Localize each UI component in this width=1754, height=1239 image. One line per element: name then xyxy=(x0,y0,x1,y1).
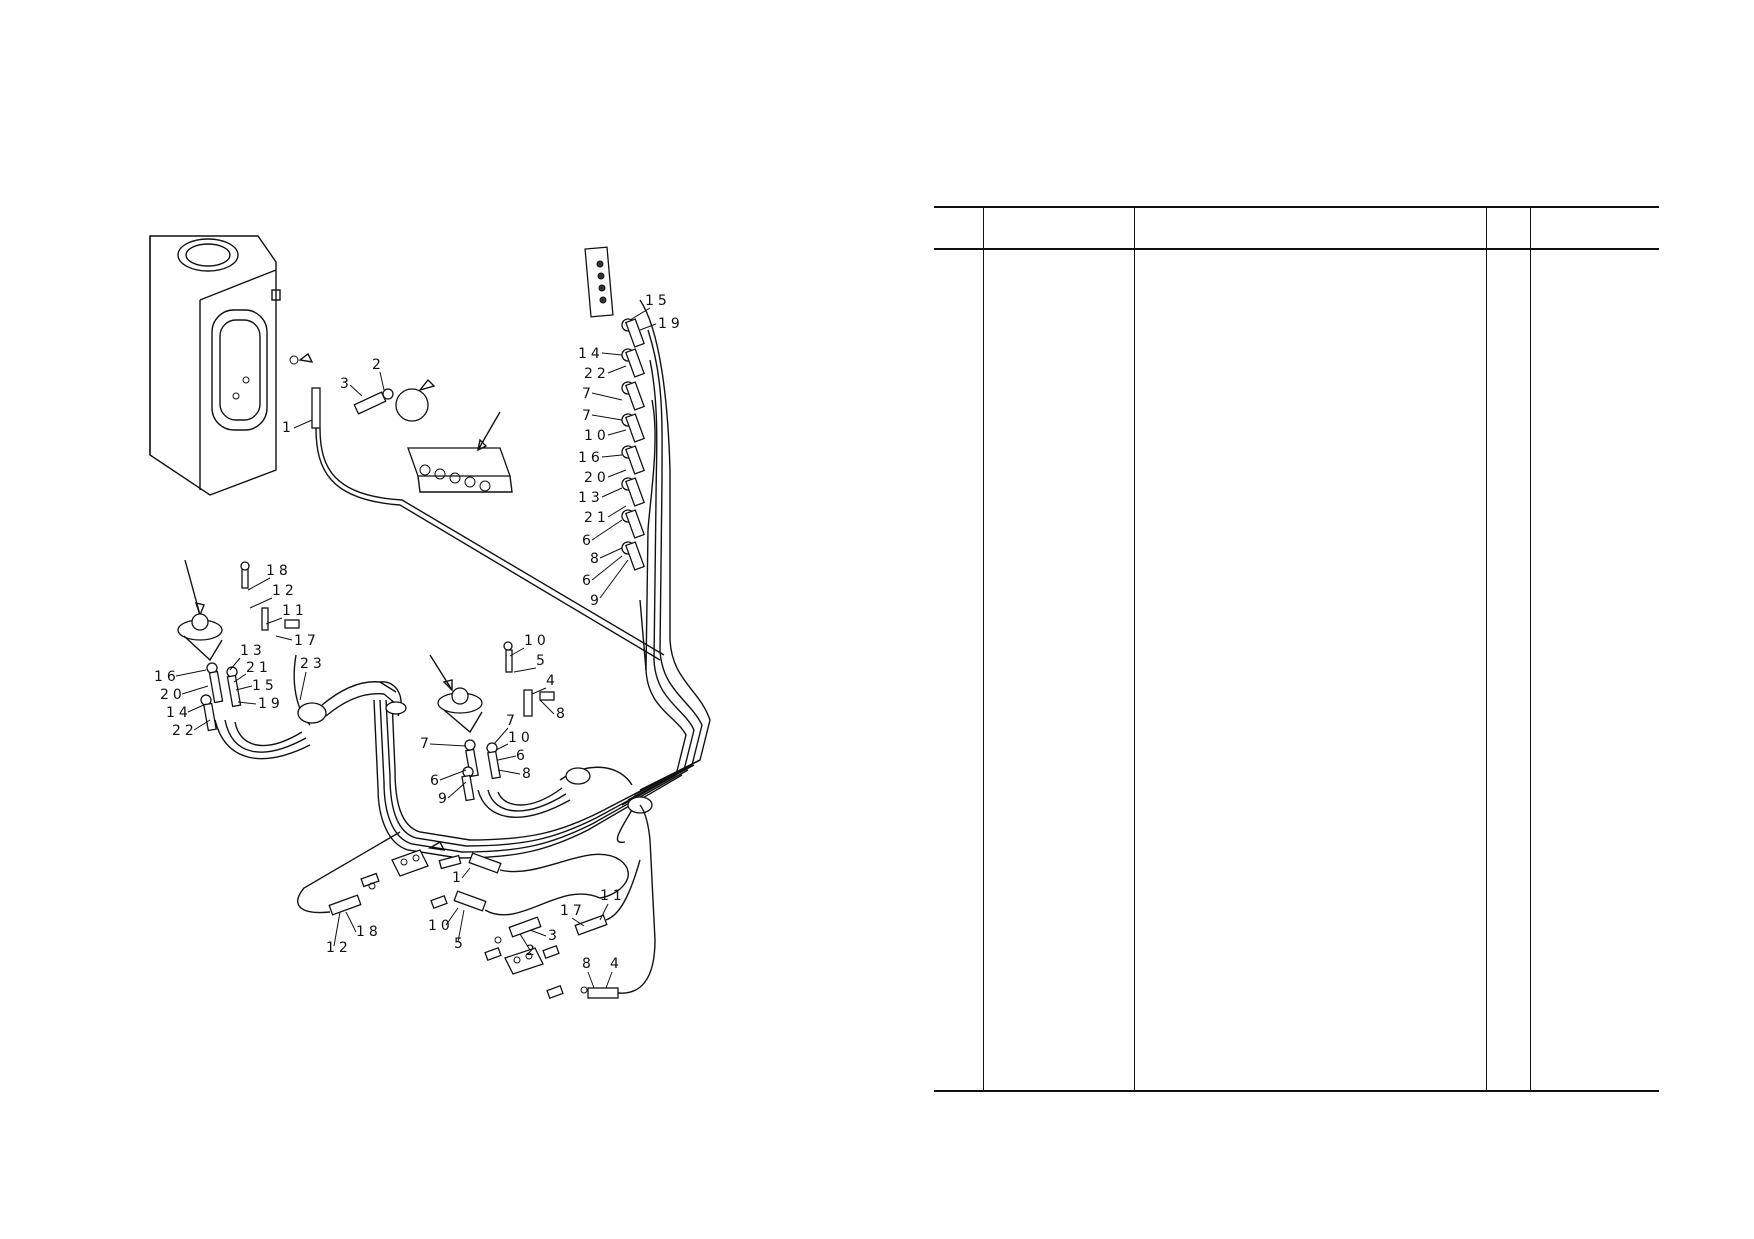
gauge-line xyxy=(353,378,436,422)
lower-hoses xyxy=(297,804,656,999)
callout-5b: 5 xyxy=(454,936,467,952)
lower-manifolds xyxy=(360,841,564,999)
callout-6d: 6 xyxy=(430,773,443,789)
column-divider-3 xyxy=(1486,206,1487,1092)
callout-13a: 13 xyxy=(240,643,266,659)
callout-10a: 10 xyxy=(524,633,550,649)
callout-4b: 4 xyxy=(610,956,623,972)
callout-18a: 18 xyxy=(266,563,292,579)
callout-15: 15 xyxy=(645,293,671,309)
callout-8c: 8 xyxy=(522,766,535,782)
pilot-manifold xyxy=(584,246,614,318)
callout-16: 16 xyxy=(578,450,604,466)
callout-14: 14 xyxy=(578,346,604,362)
tank-outlet-hose xyxy=(289,352,665,661)
callout-4a: 4 xyxy=(546,673,559,689)
callout-12b: 12 xyxy=(326,940,352,956)
callout-16a: 16 xyxy=(154,669,180,685)
callout-9a: 9 xyxy=(590,593,603,609)
control-valve-block xyxy=(407,411,513,493)
table-top-rule xyxy=(934,206,1659,208)
callout-19: 19 xyxy=(658,316,684,332)
table-bottom-rule xyxy=(934,1090,1659,1092)
callout-18b: 18 xyxy=(356,924,382,940)
callout-11b: 11 xyxy=(600,888,626,904)
parts-list-table xyxy=(934,206,1659,1092)
callout-14a: 14 xyxy=(166,705,192,721)
callout-7c: 7 xyxy=(506,713,519,729)
column-divider-2 xyxy=(1134,206,1135,1092)
callout-17b: 17 xyxy=(560,903,586,919)
callout-5a: 5 xyxy=(536,653,549,669)
callout-7d: 7 xyxy=(420,736,433,752)
callout-1b: 1 xyxy=(452,870,465,886)
callout-7b: 7 xyxy=(582,408,595,424)
callout-1: 1 xyxy=(282,420,295,436)
column-divider-4 xyxy=(1530,206,1531,1092)
callout-21: 21 xyxy=(584,510,610,526)
callout-17a: 17 xyxy=(294,633,320,649)
callout-labels: 3 2 1 15 19 14 22 7 7 10 16 20 13 21 6 8… xyxy=(154,293,684,989)
callout-22: 22 xyxy=(584,366,610,382)
callout-2: 2 xyxy=(372,357,385,373)
right-pilot-valve xyxy=(429,641,653,844)
callout-10: 10 xyxy=(584,428,610,444)
callout-3: 3 xyxy=(340,376,353,392)
callout-6a: 6 xyxy=(582,533,595,549)
callout-13: 13 xyxy=(578,490,604,506)
callout-7a: 7 xyxy=(582,386,595,402)
callout-10c: 10 xyxy=(428,918,454,934)
callout-2b: 2 xyxy=(526,943,539,959)
callout-11a: 11 xyxy=(282,603,308,619)
callout-20: 20 xyxy=(584,470,610,486)
column-divider-1 xyxy=(983,206,984,1092)
callout-6b: 6 xyxy=(582,573,595,589)
callout-8d: 8 xyxy=(582,956,595,972)
pilot-hose-column xyxy=(621,299,711,806)
callout-12a: 12 xyxy=(272,583,298,599)
table-header-rule xyxy=(934,248,1659,250)
callout-8a: 8 xyxy=(590,551,603,567)
left-pilot-valve xyxy=(177,559,407,760)
callout-19a: 19 xyxy=(258,696,284,712)
callout-8b: 8 xyxy=(556,706,569,722)
callout-20a: 20 xyxy=(160,687,186,703)
callout-23: 23 xyxy=(300,656,326,672)
callout-21a: 21 xyxy=(246,660,272,676)
callout-10b: 10 xyxy=(508,730,534,746)
callout-9b: 9 xyxy=(438,791,451,807)
main-pilot-lines xyxy=(373,699,701,859)
callout-6c: 6 xyxy=(516,748,529,764)
callout-22a: 22 xyxy=(172,723,198,739)
hydraulic-tank xyxy=(149,235,281,496)
callout-3b: 3 xyxy=(548,928,561,944)
callout-15a: 15 xyxy=(252,678,278,694)
